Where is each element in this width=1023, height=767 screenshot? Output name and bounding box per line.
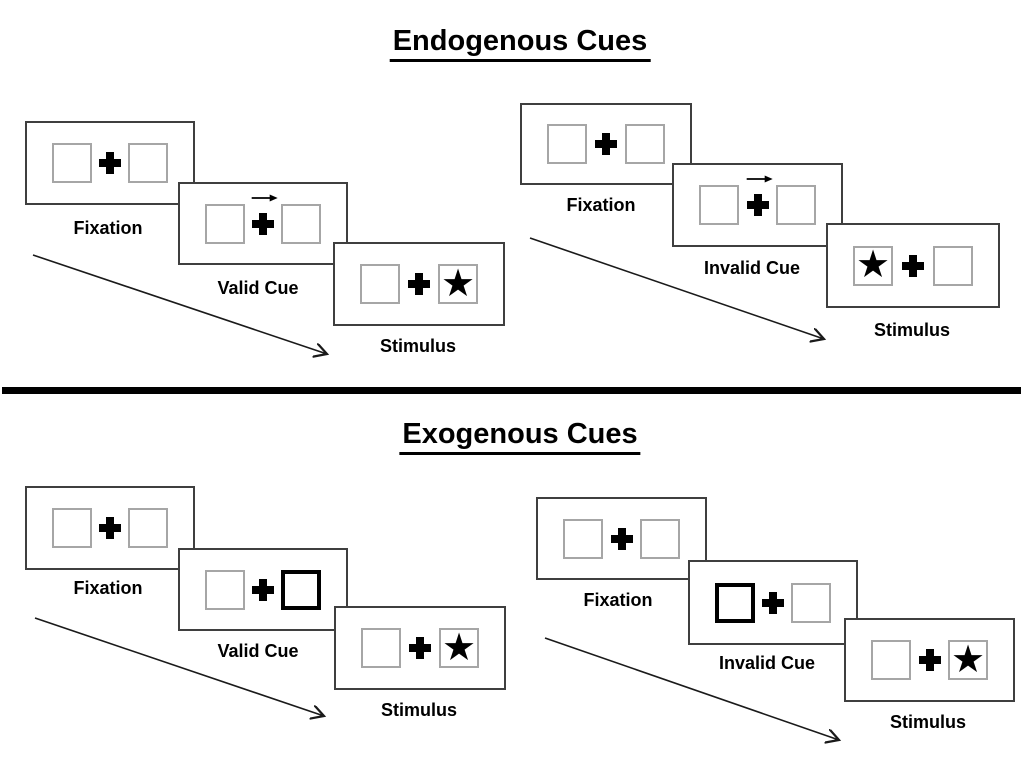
endogenous-invalid-cue-panel	[672, 163, 843, 247]
endogenous-invalid-stimulus-panel: ★	[826, 223, 1000, 308]
left-placeholder-box	[563, 518, 603, 559]
fixation-cross-icon	[918, 649, 941, 671]
panel-label-fixation: Fixation	[73, 578, 143, 598]
fixation-cross-icon	[99, 152, 121, 174]
left-placeholder-box	[205, 569, 245, 610]
section-title-exogenous: Exogenous Cues	[399, 418, 641, 456]
section-title-endogenous: Endogenous Cues	[389, 25, 651, 63]
fixation-cross-icon	[746, 194, 769, 216]
panel-label-fixation: Fixation	[583, 590, 653, 610]
exogenous-invalid-stimulus-panel: ★	[844, 618, 1015, 702]
target-star-icon: ★	[950, 636, 986, 681]
panel-label-stimulus: Stimulus	[889, 712, 967, 732]
right-placeholder-box	[281, 203, 321, 244]
left-placeholder-box	[361, 628, 401, 668]
target-star-icon: ★	[855, 242, 891, 286]
fixation-cross-icon	[409, 637, 431, 659]
timeline-arrow-exogenous-valid	[34, 617, 324, 716]
highlighted-cue-box-left	[715, 582, 755, 623]
endogenous-valid-cue-panel	[178, 182, 348, 265]
timeline-arrow-endogenous-invalid	[529, 237, 824, 339]
section-divider-line	[2, 387, 1021, 394]
panel-label-valid-cue: Valid Cue	[217, 641, 299, 661]
right-placeholder-box	[128, 508, 168, 548]
exogenous-invalid-cue-panel	[688, 560, 858, 645]
left-placeholder-box	[699, 185, 739, 225]
fixation-cross-icon	[902, 254, 924, 277]
endogenous-invalid-fixation-panel	[520, 103, 692, 185]
right-placeholder-box	[128, 143, 168, 183]
right-placeholder-box	[776, 185, 816, 225]
endogenous-valid-fixation-panel	[25, 121, 195, 205]
panel-label-stimulus: Stimulus	[379, 336, 457, 356]
panel-label-fixation: Fixation	[566, 195, 636, 215]
fixation-cross-icon	[252, 578, 274, 601]
left-placeholder-box	[871, 640, 911, 680]
exogenous-invalid-fixation-panel	[536, 497, 707, 580]
exogenous-valid-stimulus-panel: ★	[334, 606, 506, 690]
left-placeholder-box	[547, 124, 587, 164]
panel-label-invalid-cue: Invalid Cue	[703, 258, 801, 278]
right-placeholder-box	[625, 124, 665, 164]
right-placeholder-box	[640, 518, 680, 559]
right-placeholder-box	[791, 582, 831, 623]
panel-label-stimulus: Stimulus	[380, 700, 458, 720]
cue-arrow-right-icon	[746, 175, 773, 183]
fixation-cross-icon	[610, 527, 633, 550]
right-placeholder-box	[933, 245, 973, 286]
left-placeholder-box	[360, 264, 400, 304]
fixation-cross-icon	[99, 517, 121, 539]
panel-label-fixation: Fixation	[73, 218, 143, 238]
right-target-box: ★	[438, 264, 478, 304]
endogenous-valid-stimulus-panel: ★	[333, 242, 505, 326]
fixation-cross-icon	[595, 133, 617, 155]
panel-label-invalid-cue: Invalid Cue	[718, 653, 816, 673]
left-placeholder-box	[52, 508, 92, 548]
fixation-cross-icon	[252, 212, 274, 235]
exogenous-valid-cue-panel	[178, 548, 348, 631]
exogenous-valid-fixation-panel	[25, 486, 195, 570]
fixation-cross-icon	[762, 591, 784, 614]
right-target-box: ★	[948, 640, 988, 680]
right-target-box: ★	[439, 628, 479, 668]
left-placeholder-box	[205, 203, 245, 244]
timeline-arrow-endogenous-valid	[32, 254, 327, 354]
panel-label-valid-cue: Valid Cue	[217, 278, 299, 298]
target-star-icon: ★	[441, 624, 477, 669]
cue-arrow-right-icon	[251, 194, 278, 202]
panel-label-stimulus: Stimulus	[873, 320, 951, 340]
fixation-cross-icon	[408, 273, 430, 295]
left-target-box: ★	[853, 242, 893, 286]
target-star-icon: ★	[440, 260, 476, 305]
highlighted-cue-box-right	[281, 569, 321, 610]
left-placeholder-box	[52, 143, 92, 183]
